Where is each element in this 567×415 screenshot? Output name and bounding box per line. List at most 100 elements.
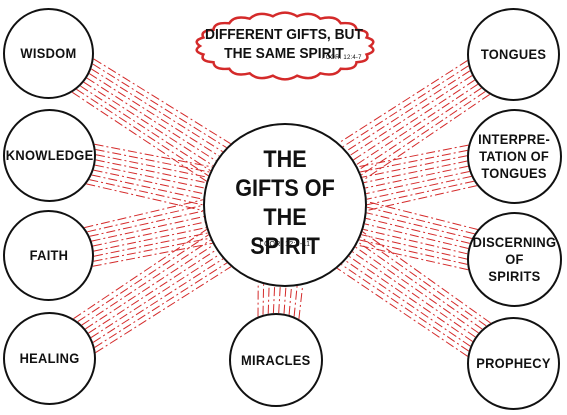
connector-line-discerning xyxy=(366,206,475,235)
gift-label-knowledge: KNOWLEDGE xyxy=(5,147,94,163)
connector-line-faith xyxy=(92,242,213,267)
connector-line-faith xyxy=(92,221,205,247)
connector-line-interpretation xyxy=(366,180,475,206)
connector-line-prophecy xyxy=(341,264,469,352)
gift-node-knowledge: KNOWLEDGE xyxy=(3,109,96,202)
connector-line-faith xyxy=(93,227,207,252)
connector-line-faith xyxy=(93,237,211,262)
center-circle: THE GIFTS OF THE SPIRIT I COR. 12:8-11 xyxy=(203,123,367,287)
connector-line-discerning xyxy=(359,239,468,265)
center-title: THE GIFTS OF THE SPIRIT xyxy=(235,146,335,260)
connector-line-wisdom xyxy=(86,77,217,162)
connector-line-interpretation xyxy=(366,175,472,200)
connector-line-knowledge xyxy=(93,169,204,195)
connector-line-tongues xyxy=(353,79,475,161)
gift-node-miracles: MIRACLES xyxy=(229,313,323,407)
connector-line-healing xyxy=(85,244,214,330)
connector-line-miracles xyxy=(278,286,281,314)
connector-line-healing xyxy=(92,258,224,343)
connector-line-healing xyxy=(81,239,212,326)
connector-line-discerning xyxy=(366,212,473,239)
connector-line-miracles xyxy=(298,285,304,319)
connector-line-wisdom xyxy=(83,81,214,167)
connector-line-tongues xyxy=(358,87,482,171)
connector-line-prophecy xyxy=(362,231,491,324)
connector-line-faith xyxy=(84,199,204,229)
center-reference: I COR. 12:8-11 xyxy=(259,241,311,248)
connector-line-prophecy xyxy=(357,241,483,330)
connector-line-tongues xyxy=(349,75,473,156)
connector-line-prophecy xyxy=(355,246,479,334)
connector-line-wisdom xyxy=(92,63,227,149)
connector-line-miracles xyxy=(272,286,276,314)
connector-line-wisdom xyxy=(76,88,209,177)
connector-line-interpretation xyxy=(366,185,478,211)
connector-line-wisdom xyxy=(91,68,223,153)
connector-line-knowledge xyxy=(94,143,213,168)
connector-line-healing xyxy=(90,253,220,339)
connector-line-prophecy xyxy=(352,251,476,338)
connector-line-healing xyxy=(73,228,207,320)
gift-node-prophecy: PROPHECY xyxy=(467,317,560,410)
gift-label-discerning: DISCERNING OF SPIRITS xyxy=(472,234,557,284)
connector-line-wisdom xyxy=(80,85,211,172)
gift-label-miracles: MIRACLES xyxy=(241,351,311,368)
connector-line-prophecy xyxy=(360,236,487,327)
connector-line-knowledge xyxy=(95,154,208,178)
connector-line-healing xyxy=(88,249,217,334)
gift-label-tongues: TONGUES xyxy=(480,46,547,62)
connector-line-discerning xyxy=(356,244,469,271)
connector-line-faith xyxy=(91,216,204,242)
connector-line-wisdom xyxy=(89,73,220,157)
gift-node-tongues: TONGUES xyxy=(467,8,560,101)
gift-node-wisdom: WISDOM xyxy=(3,8,94,99)
connector-line-tongues xyxy=(346,70,471,152)
connector-line-knowledge xyxy=(95,149,210,173)
gift-node-discerning: DISCERNING OF SPIRITS xyxy=(467,212,562,307)
connector-line-miracles xyxy=(267,285,270,314)
connector-line-faith xyxy=(93,232,208,257)
connector-line-knowledge xyxy=(95,159,207,184)
connector-line-miracles xyxy=(283,286,287,314)
gift-node-healing: HEALING xyxy=(3,312,96,405)
gift-label-interpretation: INTERPRE- TATION OF TONGUES xyxy=(478,131,551,181)
connector-line-prophecy xyxy=(348,255,473,342)
gift-label-healing: HEALING xyxy=(19,350,80,366)
connector-line-discerning xyxy=(363,228,468,255)
connector-line-knowledge xyxy=(94,164,205,189)
gift-label-prophecy: PROPHECY xyxy=(476,355,551,371)
connector-line-tongues xyxy=(362,93,490,181)
connector-line-prophecy xyxy=(336,267,468,357)
connector-line-healing xyxy=(95,266,232,354)
connector-line-discerning xyxy=(365,217,470,244)
gift-node-faith: FAITH xyxy=(3,210,94,301)
connector-line-miracles xyxy=(288,286,292,315)
connector-line-miracles xyxy=(293,286,298,317)
connector-line-interpretation xyxy=(361,155,468,178)
gift-label-faith: FAITH xyxy=(29,247,68,263)
connector-line-knowledge xyxy=(86,183,204,212)
connector-line-interpretation xyxy=(357,144,469,168)
connector-line-discerning xyxy=(366,201,478,230)
banner-text: DIFFERENT GIFTS, BUT THE SAME SPIRIT xyxy=(205,26,363,62)
gift-node-interpretation: INTERPRE- TATION OF TONGUES xyxy=(467,109,562,204)
connector-line-knowledge xyxy=(91,174,204,200)
connector-line-interpretation xyxy=(365,165,469,189)
banner-reference: I COR. 12:4-7 xyxy=(322,55,362,61)
connector-line-discerning xyxy=(364,223,469,249)
connector-line-interpretation xyxy=(360,149,468,173)
connector-line-prophecy xyxy=(345,260,471,347)
connector-line-faith xyxy=(87,204,204,233)
connector-line-knowledge xyxy=(89,179,204,206)
connector-line-faith xyxy=(89,210,204,237)
connector-line-tongues xyxy=(356,83,479,166)
connector-line-discerning xyxy=(361,234,468,260)
connector-line-tongues xyxy=(342,65,469,148)
connector-line-interpretation xyxy=(366,171,470,195)
connector-line-interpretation xyxy=(363,160,468,184)
gift-label-wisdom: WISDOM xyxy=(20,45,77,61)
connector-line-miracles xyxy=(262,284,265,315)
